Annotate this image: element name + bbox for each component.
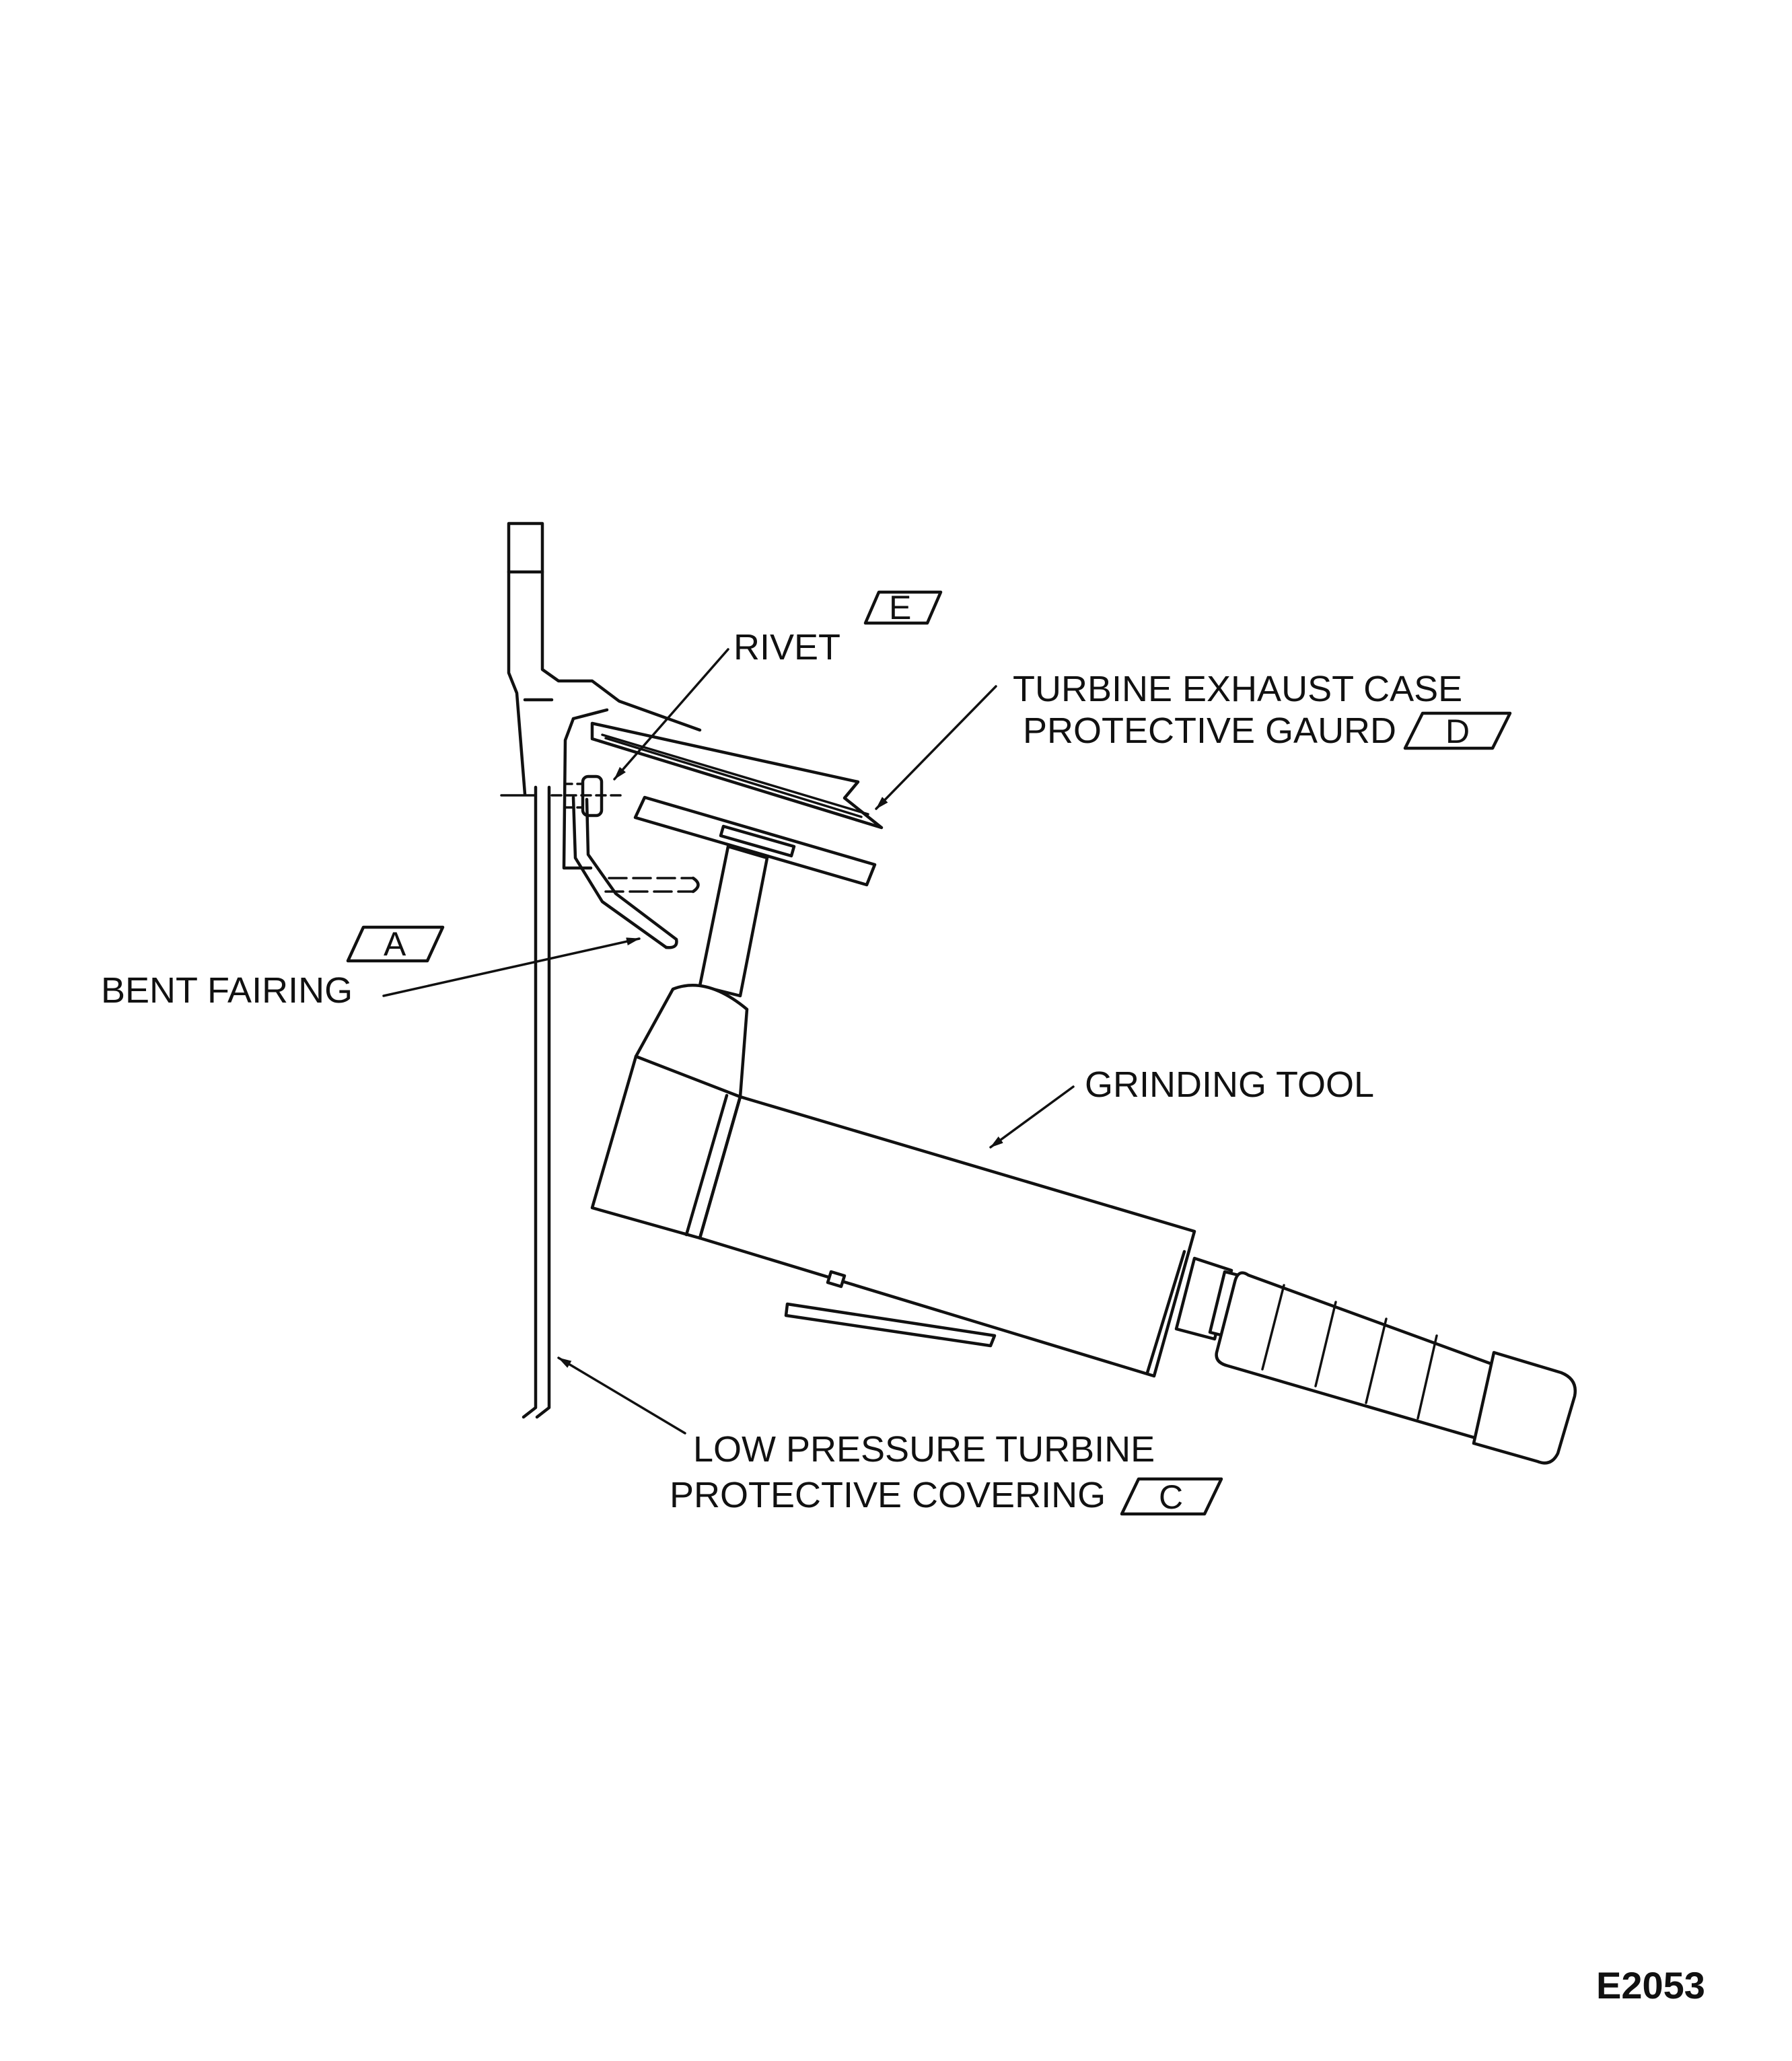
ref-box-e: E bbox=[863, 589, 943, 626]
rivet bbox=[550, 774, 627, 818]
bent-fairing-label: BENT FAIRING bbox=[101, 970, 353, 1011]
grinding-disc bbox=[633, 795, 877, 887]
bent-fairing bbox=[571, 795, 700, 949]
ref-letter-d: D bbox=[1445, 713, 1470, 750]
grinding-tool-label: GRINDING TOOL bbox=[1085, 1064, 1374, 1105]
exhaust-guard-label-line1: TURBINE EXHAUST CASE bbox=[1013, 669, 1462, 709]
ref-letter-e: E bbox=[889, 589, 911, 626]
ref-box-d: D bbox=[1403, 711, 1512, 750]
ref-box-a: A bbox=[346, 925, 445, 963]
grinding-tool bbox=[590, 844, 1577, 1465]
exhaust-protective-guard bbox=[590, 721, 884, 830]
ref-letter-a: A bbox=[384, 925, 406, 963]
lpt-protective-covering bbox=[500, 785, 551, 1419]
ref-box-c: C bbox=[1120, 1477, 1223, 1516]
figure-id: E2053 bbox=[1596, 1964, 1705, 2006]
leader-lines bbox=[382, 648, 1075, 1435]
exhaust-guard-label-line2: PROTECTIVE GAURD bbox=[1023, 711, 1396, 751]
exhaust-case-structure bbox=[507, 521, 702, 870]
rivet-label: RIVET bbox=[733, 627, 840, 667]
ref-letter-c: C bbox=[1159, 1478, 1183, 1516]
lpt-covering-label-line1: LOW PRESSURE TURBINE bbox=[693, 1429, 1155, 1470]
lpt-covering-label-line2: PROTECTIVE COVERING bbox=[670, 1475, 1106, 1515]
